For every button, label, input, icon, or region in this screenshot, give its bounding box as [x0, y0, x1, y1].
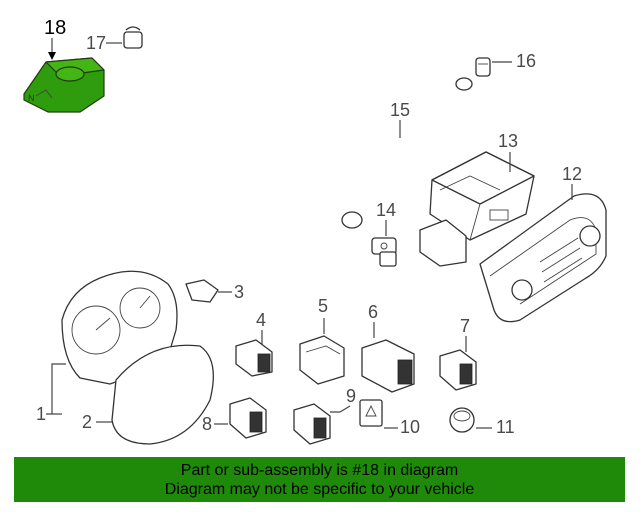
part-2-lens[interactable] — [111, 344, 214, 445]
parts-diagram: N 18 17 16 15 13 14 — [23, 17, 607, 445]
callout-14: 14 — [376, 200, 396, 220]
part-11-knob[interactable] — [449, 407, 475, 433]
callout-16: 16 — [516, 51, 536, 71]
part-9-switch[interactable] — [293, 403, 331, 445]
info-banner: Part or sub-assembly is #18 in diagram D… — [14, 457, 625, 502]
part-16-bulb[interactable] — [475, 57, 491, 77]
part-18-module[interactable]: N — [23, 57, 105, 113]
callout-10: 10 — [400, 417, 420, 437]
part-6-switch[interactable] — [361, 339, 415, 393]
callout-1: 1 — [36, 404, 46, 424]
part-15-duct-hose[interactable] — [312, 77, 473, 229]
callout-2: 2 — [82, 412, 92, 432]
callout-5: 5 — [318, 296, 328, 316]
part-10-hazard-switch[interactable] — [359, 399, 383, 427]
banner-line-2: Diagram may not be specific to your vehi… — [164, 481, 475, 498]
part-4-switch[interactable] — [235, 339, 273, 377]
part-17-clip[interactable] — [123, 26, 143, 49]
part-12-control-panel[interactable] — [479, 193, 607, 323]
callout-3: 3 — [234, 282, 244, 302]
callout-15: 15 — [390, 100, 410, 120]
arrow-18-icon — [48, 52, 56, 60]
callout-17: 17 — [86, 33, 106, 53]
part-7-switch[interactable] — [439, 349, 477, 391]
part-8-switch[interactable] — [229, 397, 267, 439]
callout-4: 4 — [256, 310, 266, 330]
part-3-bracket[interactable] — [185, 279, 219, 303]
callout-6: 6 — [368, 302, 378, 322]
part-13-control-module[interactable] — [419, 151, 535, 267]
banner-line-1: Part or sub-assembly is #18 in diagram — [180, 462, 459, 479]
part-14-sensor[interactable] — [371, 237, 397, 267]
callout-7: 7 — [460, 316, 470, 336]
svg-text:N: N — [28, 93, 35, 103]
callout-8: 8 — [202, 414, 212, 434]
part-5-switch[interactable] — [299, 335, 345, 385]
callout-12: 12 — [562, 164, 582, 184]
callout-11: 11 — [496, 417, 515, 437]
callout-18: 18 — [44, 17, 66, 39]
callout-13: 13 — [498, 131, 518, 151]
callout-9: 9 — [346, 386, 356, 406]
